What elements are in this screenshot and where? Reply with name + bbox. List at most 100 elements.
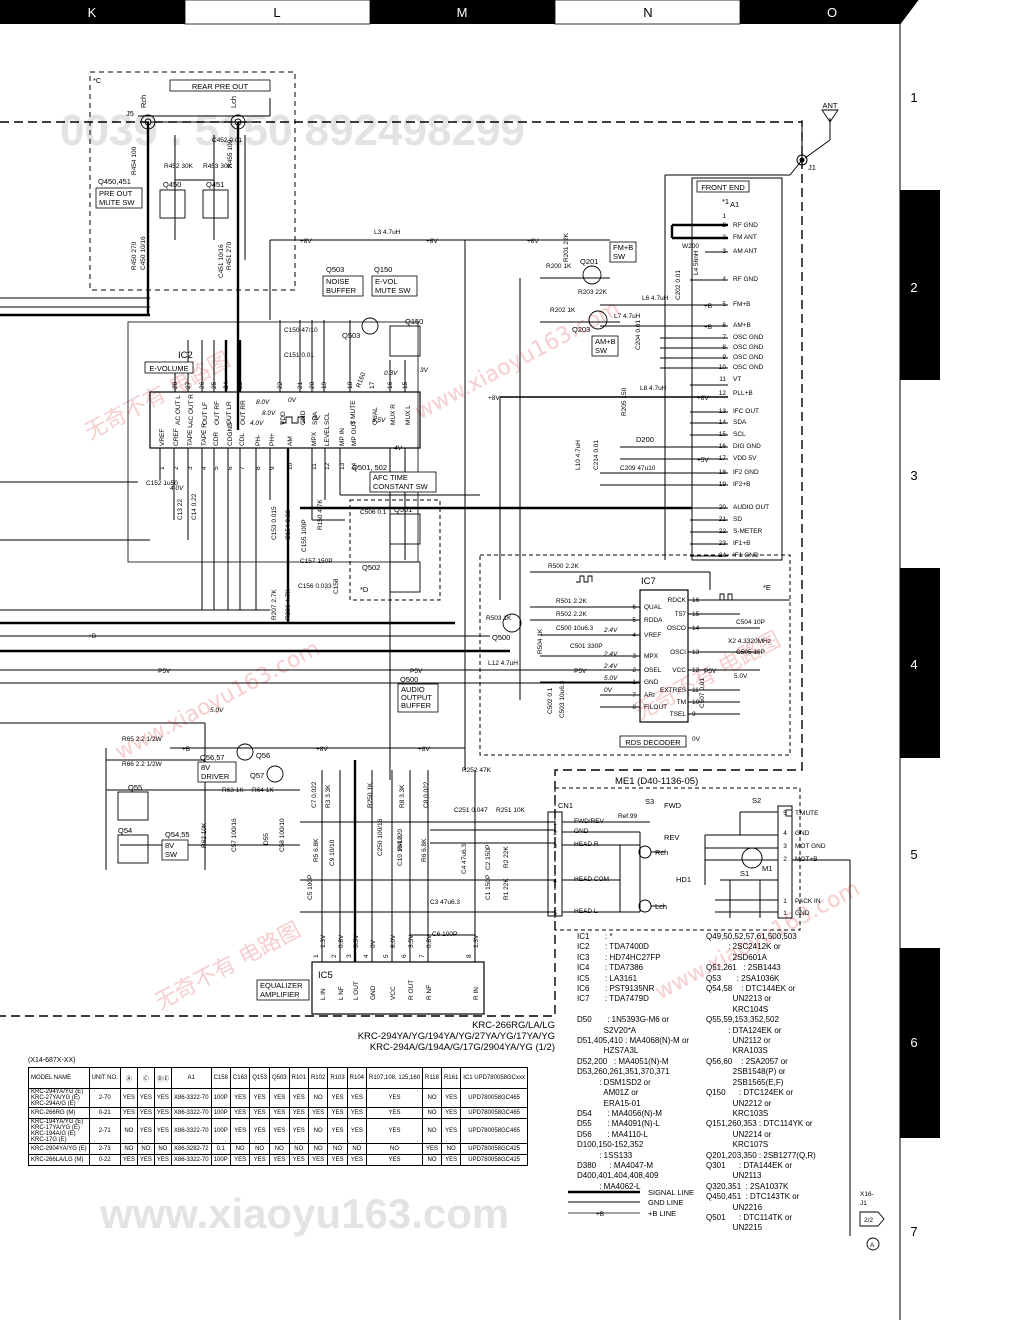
ref-j5: J5 bbox=[126, 109, 134, 118]
ant-label: ANT bbox=[823, 101, 838, 110]
component-label-ref99: Ref.99 bbox=[618, 813, 638, 820]
supply-p5v-1: P5V bbox=[158, 668, 171, 675]
table-caption: (X14-687X-XX) bbox=[28, 1057, 76, 1064]
ic2-top-pin-label: QUAL bbox=[372, 407, 379, 425]
ic7-left-pin-number: 2 bbox=[632, 667, 636, 674]
ref-d200: D200 bbox=[636, 435, 654, 444]
transistor-q56 bbox=[236, 743, 254, 761]
ic2-bottom-pin-number: 11 bbox=[311, 463, 318, 470]
ic2-top-pin-number: 18 bbox=[347, 381, 354, 389]
volt-8v-b: 8.0V bbox=[262, 410, 276, 417]
table-cell: YES bbox=[365, 1088, 424, 1108]
component-label-c452: C452 0.01 bbox=[212, 137, 242, 144]
table-cell: 100P bbox=[210, 1107, 231, 1119]
model-table-header-cell: R103 bbox=[327, 1067, 348, 1089]
model-table-body: KRC-294YA/YG (E) KRC-27YA/YG (E) KRC-294… bbox=[28, 1088, 528, 1166]
table-cell: YES bbox=[327, 1107, 348, 1119]
component-label-c500: C500 10u6.3 bbox=[556, 625, 594, 632]
ic5-pin-label: GND bbox=[370, 985, 377, 1000]
ic2-bottom-pin-label: CREF bbox=[173, 428, 180, 446]
header-label-k: K bbox=[88, 5, 97, 20]
fm-b-sw-label-2: SW bbox=[613, 252, 626, 261]
ref-q203: Q203 bbox=[572, 325, 590, 334]
q56-driver-label-1: 8V bbox=[201, 763, 210, 772]
component-label-c57: C57 100/16 bbox=[231, 818, 238, 852]
table-cell: NO bbox=[327, 1143, 348, 1155]
ic2-top-pin-number: 19 bbox=[321, 381, 328, 389]
row-margin: 1 2 3 4 5 6 7 bbox=[899, 0, 940, 1320]
ic2-top-pin-number: 15 bbox=[402, 381, 409, 389]
ref-labels: J5 J1 A1 Q450 Q451 Q150 Q503 Q201 Q203 Q… bbox=[98, 95, 816, 911]
table-cell: UPD780058GC425 bbox=[460, 1143, 528, 1155]
ic5-pin-label: L OUT bbox=[353, 981, 360, 1000]
model-caption-line-1: KRC-266RG/LA/LG bbox=[472, 1020, 555, 1031]
component-label-r63: R63 1K bbox=[222, 787, 244, 794]
equalizer-label-2: AMPLIFIER bbox=[260, 990, 300, 999]
transistor-q503 bbox=[361, 317, 379, 335]
ic2-bottom-pin-label: VREF bbox=[159, 429, 166, 446]
table-cell: NO bbox=[153, 1143, 172, 1155]
cn1-pin-label: HEAD L bbox=[574, 908, 598, 915]
ic2-bottom-pin-number: 9 bbox=[269, 466, 276, 470]
continuation-arrow-icon bbox=[859, 1211, 885, 1227]
ic5-pin-label: R NF bbox=[426, 985, 433, 1000]
tag-a-icon bbox=[866, 1237, 880, 1251]
ic7-right-pin-number: 13 bbox=[692, 649, 700, 656]
ic7-right-pin-number: 16 bbox=[692, 597, 700, 604]
ic2-top-pin-label: AC OUT L bbox=[175, 395, 182, 425]
ic2-bottom-pin-number: 12 bbox=[324, 462, 331, 470]
front-end-label: FRONT END bbox=[701, 183, 745, 192]
tuner-shield-outline bbox=[0, 121, 803, 1017]
transistor-q57 bbox=[266, 765, 284, 783]
ic7-left-pin-label: MPX bbox=[644, 653, 659, 660]
ic7-right-pin-label: EXTRES bbox=[660, 687, 687, 694]
rds-shield bbox=[479, 554, 791, 756]
table-cell: X86-3322-70 bbox=[170, 1118, 212, 1144]
row-number-2: 2 bbox=[910, 280, 917, 295]
me1-pin-label: T.MUTE bbox=[795, 810, 819, 817]
front-end-pin-label: OSC GND bbox=[733, 364, 764, 371]
volt-8v-a: 8.0V bbox=[256, 399, 270, 406]
cn1-pin-label: HEAD R bbox=[574, 841, 599, 848]
component-label-c209: C209 47u10 bbox=[620, 465, 656, 472]
jack-lch bbox=[230, 114, 246, 130]
component-label-c14: C14 0.22 bbox=[191, 493, 198, 520]
component-label-c251: C251 0.047 bbox=[454, 807, 488, 814]
component-label-r1: R1 22K bbox=[503, 878, 510, 900]
table-cell: NO bbox=[422, 1154, 442, 1166]
model-table-header-cell: R102 bbox=[307, 1067, 329, 1089]
table-cell: YES bbox=[440, 1118, 462, 1144]
table-cell: NO bbox=[440, 1143, 462, 1155]
column-header: K L M N O bbox=[0, 0, 918, 25]
ic2-bottom-pin-label: TAPE R bbox=[201, 423, 208, 446]
model-table-header-cell: IC1 UPD780058GCxxx bbox=[460, 1067, 528, 1089]
front-end-pin-number: 1 bbox=[722, 213, 726, 220]
cn1-pin-number: 5 bbox=[553, 910, 557, 917]
table-cell: UPD780058GC425 bbox=[460, 1154, 528, 1166]
pre-out-mute-label-2: MUTE SW bbox=[99, 198, 135, 207]
line-legend: SIGNAL LINE GND LINE +B LINE +B bbox=[568, 1188, 694, 1218]
component-label-r203: R203 22K bbox=[578, 289, 608, 296]
front-end-pin-label: VDD 5V bbox=[733, 455, 757, 462]
table-cell: YES bbox=[268, 1118, 290, 1144]
volt-4v-c: 4V bbox=[394, 445, 403, 452]
fm-b-sw-label-1: FM+B bbox=[613, 243, 633, 252]
supply-p5v-3: P5V bbox=[574, 668, 587, 675]
table-cell: YES bbox=[346, 1154, 368, 1166]
component-label-r451: R451 270 bbox=[226, 241, 233, 270]
ic5-label: IC5 bbox=[318, 970, 333, 981]
supply-p5v-2: P5V bbox=[410, 668, 423, 675]
ic7-right-pin-number: 15 bbox=[692, 611, 700, 618]
ic2-top-pin-label: GND bbox=[300, 410, 307, 425]
table-cell: X86-3322-70 bbox=[170, 1154, 212, 1166]
ic-diode-list: IC1 : * IC2 : TDA7400D IC3 : HD74HC27FP … bbox=[577, 932, 690, 1191]
watermark-id-top: 0039 . 5150 892498299 bbox=[60, 106, 525, 155]
table-cell: 2-73 bbox=[88, 1143, 121, 1155]
ref-q502: Q502 bbox=[362, 563, 380, 572]
component-label-c13: C13 22 bbox=[177, 499, 184, 520]
component-label-r205: R205 150 bbox=[621, 387, 628, 416]
